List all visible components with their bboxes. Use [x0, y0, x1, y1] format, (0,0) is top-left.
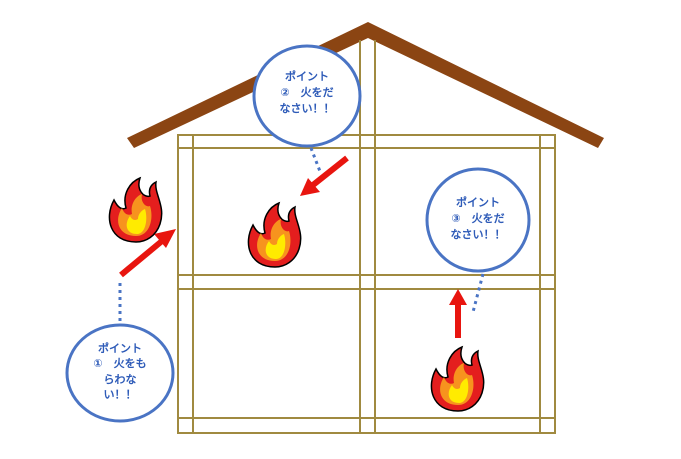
callout-line: ③ 火をだ — [451, 212, 504, 225]
red-arrow-icon — [449, 289, 467, 338]
callout-line: ① 火をも — [93, 357, 146, 370]
callout-line: ポイント — [98, 341, 142, 355]
callout-line: ポイント — [285, 69, 329, 83]
callout-line: ポイント — [456, 195, 500, 209]
callout-line: なさい！！ — [451, 228, 506, 241]
callout-line: なさい！！ — [280, 102, 335, 115]
roof-icon — [127, 22, 604, 148]
callout-line: い！！ — [104, 388, 137, 401]
fire-icon — [430, 345, 485, 412]
callout-point-1: ポイント ① 火をも らわな い！！ — [65, 323, 175, 423]
red-arrow-icon — [119, 229, 176, 278]
callout-point-2: ポイント ② 火をだ なさい！！ — [252, 44, 362, 148]
connector-point-3 — [471, 273, 485, 313]
callout-line: らわな — [104, 373, 137, 386]
callout-point-3: ポイント ③ 火をだ なさい！！ — [425, 167, 531, 273]
connector-point-2 — [309, 147, 323, 175]
callout-line: ② 火をだ — [280, 86, 333, 99]
fire-icon — [108, 176, 163, 243]
fire-icon — [247, 201, 302, 268]
house-frame — [177, 40, 556, 434]
red-arrow-icon — [300, 155, 349, 196]
